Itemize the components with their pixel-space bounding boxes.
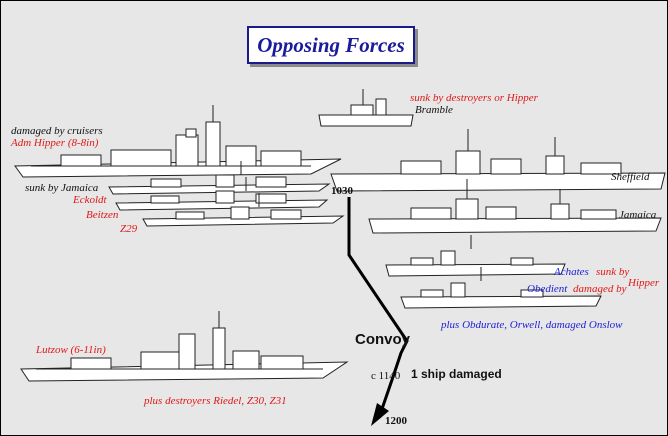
time-1030: 1030 [331,185,353,197]
z29-silhouette [142,193,345,227]
eckoldt-label: Eckoldt [73,194,107,206]
time-1200: 1200 [385,415,407,427]
bramble-note: sunk by destroyers or Hipper [410,92,538,104]
obedient-note: damaged by [573,283,627,295]
lutzow-label: Lutzow (6-11in) [36,344,106,356]
beitzen-label: Beitzen [86,209,119,221]
achates-note-1: sunk by [596,266,630,278]
beitzen-silhouette [115,177,329,211]
sheffield-label: Sheffield [611,171,650,183]
british-others-note: plus Obdurate, Orwell, damaged Onslow [441,319,623,331]
lutzow-silhouette [20,311,349,382]
convoy-track [347,197,409,410]
obedient-label: Obedient [527,283,568,295]
convoy-damage-note: 1 ship damaged [411,367,502,381]
eckoldt-silhouette [108,161,331,195]
diagram-title: Opposing Forces [257,32,405,57]
achates-silhouette [385,235,566,277]
convoy-label: Convoy [355,331,411,348]
jamaica-silhouette [368,179,662,234]
hipper-note: damaged by cruisers [11,125,103,137]
eckoldt-note: sunk by Jamaica [25,182,99,194]
bramble-label: Bramble [415,104,453,116]
achates-note-2: Hipper [628,277,660,289]
jamaica-label: Jamaica [619,209,657,221]
convoy-arrowhead [371,403,389,426]
hipper-label: Adm Hipper (8-8in) [11,137,99,149]
z29-label: Z29 [120,223,138,235]
bramble-silhouette [318,89,414,127]
hipper-silhouette [14,105,342,178]
obedient-silhouette [400,267,602,309]
sheffield-silhouette [330,129,666,192]
german-destroyers-note: plus destroyers Riedel, Z30, Z31 [144,395,287,407]
time-1140: c 1140 [371,370,401,382]
title-box: Opposing Forces [247,26,415,64]
achates-label: Achates [554,266,589,278]
